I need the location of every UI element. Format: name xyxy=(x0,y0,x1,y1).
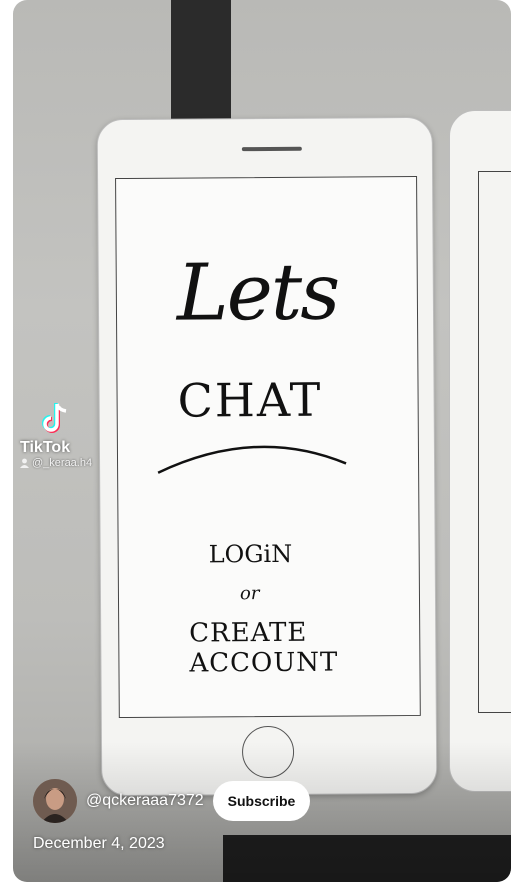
avatar[interactable] xyxy=(33,779,77,823)
sketch-create-account-text: CREATE ACCOUNT xyxy=(189,617,339,679)
paper-phone-sketch-2 xyxy=(449,110,511,792)
sketch-title: Lets xyxy=(176,247,339,339)
tiktok-wordmark: TikTok xyxy=(20,439,71,456)
paper-phone-sketch: Lets CHAT LOGiN or CREATE ACCOUNT xyxy=(96,116,438,797)
tiktok-username: @_keraa.h4 xyxy=(32,457,93,469)
publish-date: December 4, 2023 xyxy=(33,835,165,852)
sketch-screen: Lets CHAT LOGiN or CREATE ACCOUNT xyxy=(115,175,421,719)
sketch-or-text: or xyxy=(239,583,260,605)
sketch-subtitle: CHAT xyxy=(177,372,323,428)
speaker-slot xyxy=(241,146,302,152)
tiktok-username-row: @_keraa.h4 xyxy=(20,457,110,469)
tiktok-logo-icon xyxy=(42,403,67,433)
sketch-screen-2 xyxy=(478,171,511,713)
tiktok-watermark: TikTok @_keraa.h4 xyxy=(20,400,110,469)
channel-handle[interactable]: @qckeraaa7372 xyxy=(86,792,204,809)
sketch-underline xyxy=(157,445,347,474)
background-strip-bottom xyxy=(223,835,511,882)
subscribe-button[interactable]: Subscribe xyxy=(212,781,311,821)
video-frame[interactable]: Lets CHAT LOGiN or CREATE ACCOUNT TikTok… xyxy=(13,0,511,882)
sketch-login-text: LOGiN xyxy=(208,539,293,569)
channel-row: @qckeraaa7372 Subscribe xyxy=(33,779,311,823)
person-icon xyxy=(20,458,29,468)
